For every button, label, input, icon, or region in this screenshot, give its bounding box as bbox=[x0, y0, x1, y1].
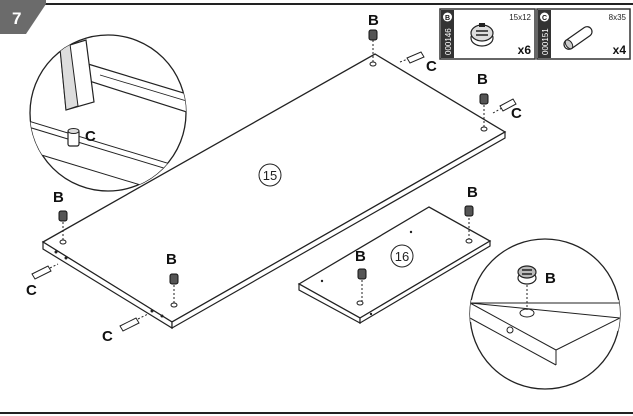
step-number: 7 bbox=[12, 9, 21, 28]
wooden-dowel-icon bbox=[563, 26, 593, 50]
step-badge bbox=[0, 0, 46, 34]
parts-c-code: 000151 bbox=[541, 28, 550, 55]
hammer-inset: C bbox=[29, 34, 187, 192]
label-b-6: B bbox=[355, 248, 366, 265]
dowel-3: C bbox=[26, 263, 59, 299]
cam-lock-detail-icon bbox=[517, 265, 537, 285]
cam-lock-5: B bbox=[464, 184, 478, 239]
label-b-5: B bbox=[467, 184, 478, 201]
hammer-icon bbox=[59, 39, 186, 114]
panel-16: 16 bbox=[297, 206, 492, 325]
cam-lock-1: B bbox=[368, 12, 379, 62]
parts-b-size: 15x12 bbox=[509, 13, 531, 22]
dowel-1: C bbox=[399, 51, 437, 75]
label-c-4: C bbox=[102, 328, 113, 345]
parts-c-qty: x4 bbox=[613, 43, 627, 57]
parts-c-letter: C bbox=[542, 15, 547, 22]
label-b-2: B bbox=[477, 71, 488, 88]
cam-lock-4: B bbox=[166, 251, 179, 303]
parts-c-size: 8x35 bbox=[609, 13, 627, 22]
cam-lock-icon bbox=[470, 23, 494, 47]
cam-lock-6: B bbox=[355, 248, 367, 301]
panel-15-number: 15 bbox=[263, 168, 277, 183]
label-b-1: B bbox=[368, 12, 379, 29]
panel-16-number: 16 bbox=[395, 249, 409, 264]
cam-lock-3: B bbox=[53, 189, 68, 240]
cam-inset: B bbox=[469, 238, 621, 390]
label-c-1: C bbox=[426, 58, 437, 75]
cam-lock-2: B bbox=[477, 71, 489, 127]
label-c-3: C bbox=[26, 282, 37, 299]
parts-b-qty: x6 bbox=[518, 43, 532, 57]
panel-15: 15 bbox=[41, 53, 507, 330]
parts-b-code: 000146 bbox=[444, 28, 453, 55]
dowel-2: C bbox=[492, 98, 522, 122]
label-b-3: B bbox=[53, 189, 64, 206]
parts-box-b: B 000146 15x12 x6 bbox=[439, 8, 536, 60]
parts-box-c: C 000151 8x35 x4 bbox=[536, 8, 631, 60]
dowel-4: C bbox=[102, 313, 149, 345]
label-b-4: B bbox=[166, 251, 177, 268]
cam-inset-label: B bbox=[545, 270, 556, 287]
label-c-2: C bbox=[511, 105, 522, 122]
hammer-inset-label: C bbox=[85, 128, 96, 145]
parts-b-letter: B bbox=[445, 15, 450, 22]
